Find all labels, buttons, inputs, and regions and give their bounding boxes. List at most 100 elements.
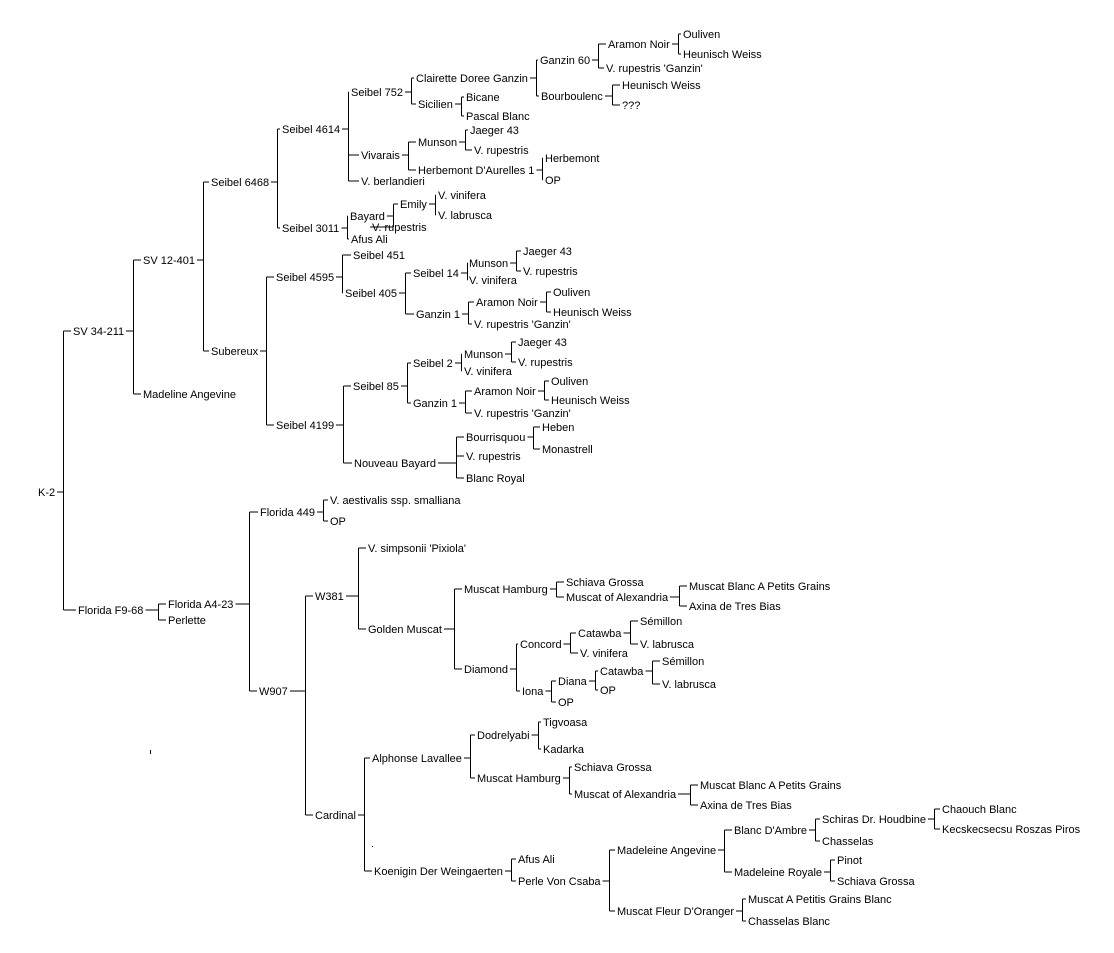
node-label-v-vinifera: V. vinifera [464, 366, 513, 378]
node-label-muscat-hamburg: Muscat Hamburg [464, 584, 548, 596]
node-label-muscat-a-petitis-grains-blanc: Muscat A Petitis Grains Blanc [748, 894, 892, 906]
node-label-v-labrusca: V. labrusca [438, 210, 493, 222]
node-label-v-simpsonii-pixiola: V. simpsonii 'Pixiola' [368, 543, 466, 555]
node-label-s-millon: Sémillon [662, 656, 704, 668]
node-label-v-aestivalis-ssp-smalliana: V. aestivalis ssp. smalliana [330, 495, 461, 507]
node-label-chaouch-blanc: Chaouch Blanc [942, 804, 1017, 816]
node-label-perle-von-csaba: Perle Von Csaba [518, 876, 601, 888]
node-label-bourboulenc: Bourboulenc [541, 91, 603, 103]
node-label-v-labrusca: V. labrusca [640, 639, 695, 651]
node-label-v-rupestris: V. rupestris [523, 266, 578, 278]
node-label-koenigin-der-weingaerten: Koenigin Der Weingaerten [374, 866, 503, 878]
node-label-op: OP [558, 697, 574, 709]
node-label-seibel-14: Seibel 14 [413, 268, 459, 280]
node-label-aramon-noir: Aramon Noir [476, 297, 538, 309]
node-label-concord: Concord [520, 639, 562, 651]
node-label-nouveau-bayard: Nouveau Bayard [354, 458, 436, 470]
node-label-schiava-grossa: Schiava Grossa [566, 577, 645, 589]
node-label-ganzin-1: Ganzin 1 [413, 398, 457, 410]
node-label-madeleine-angevine: Madeleine Angevine [617, 845, 716, 857]
node-label-seibel-85: Seibel 85 [353, 381, 399, 393]
node-label-k-2: K-2 [38, 487, 55, 499]
node-label-seibel-3011: Seibel 3011 [282, 223, 339, 235]
node-label-emily: Emily [400, 199, 427, 211]
node-label-aramon-noir: Aramon Noir [474, 386, 536, 398]
node-label-chasselas: Chasselas [822, 836, 874, 848]
node-label-schiava-grossa: Schiava Grossa [574, 762, 653, 774]
node-label-seibel-6468: Seibel 6468 [211, 177, 269, 189]
node-label-v-vinifera: V. vinifera [469, 275, 518, 287]
node-label-kadarka: Kadarka [543, 744, 585, 756]
node-label-florida-a4-23: Florida A4-23 [168, 599, 233, 611]
node-label-catawba: Catawba [600, 666, 644, 678]
node-label-golden-muscat: Golden Muscat [368, 624, 442, 636]
node-label-seibel-752: Seibel 752 [351, 87, 403, 99]
node-label-seibel-405: Seibel 405 [345, 288, 397, 300]
node-label-clairette-doree-ganzin: Clairette Doree Ganzin [416, 73, 528, 85]
node-label-sv-34-211: SV 34-211 [73, 326, 124, 338]
node-label-bourrisquou: Bourrisquou [466, 432, 525, 444]
node-label-v-rupestris: V. rupestris [466, 451, 521, 463]
node-label-v-vinifera: V. vinifera [580, 648, 629, 660]
node-label-muscat-of-alexandria: Muscat of Alexandria [566, 592, 669, 604]
node-label-heunisch-weiss: Heunisch Weiss [553, 307, 632, 319]
node-label-heunisch-weiss: Heunisch Weiss [622, 80, 701, 92]
node-label-bicane: Bicane [466, 92, 500, 104]
node-label-sv-12-401: SV 12-401 [143, 255, 195, 267]
node-label-blanc-royal: Blanc Royal [466, 473, 525, 485]
node-label-jaeger-43: Jaeger 43 [470, 125, 519, 137]
node-label-kecskecsecsu-roszas-piros: Kecskecsecsu Roszas Piros [942, 824, 1081, 836]
node-label-jaeger-43: Jaeger 43 [523, 246, 572, 258]
node-label-ouliven: Ouliven [553, 287, 590, 299]
node-label-op: OP [330, 516, 346, 528]
node-label-jaeger-43: Jaeger 43 [518, 337, 567, 349]
speck-mark [150, 750, 151, 754]
node-label-v-rupestris-ganzin: V. rupestris 'Ganzin' [474, 408, 571, 420]
node-label-seibel-451: Seibel 451 [353, 250, 405, 262]
node-label-v-rupestris-ganzin: V. rupestris 'Ganzin' [474, 319, 571, 331]
node-label-v-rupestris: V. rupestris [474, 145, 529, 157]
node-label-munson: Munson [469, 258, 508, 270]
node-label-v-rupestris-ganzin: V. rupestris 'Ganzin' [606, 63, 703, 75]
node-label-v-berlandieri: V. berlandieri [361, 176, 425, 188]
speck-mark [372, 846, 373, 847]
node-label-afus-ali: Afus Ali [351, 234, 388, 246]
node-label-op: OP [600, 685, 616, 697]
node-label-s-millon: Sémillon [640, 616, 682, 628]
node-label-seibel-2: Seibel 2 [413, 358, 453, 370]
node-label-axina-de-tres-bias: Axina de Tres Bias [700, 800, 792, 812]
node-label-afus-ali: Afus Ali [518, 854, 555, 866]
node-label-catawba: Catawba [578, 628, 622, 640]
node-label-perlette: Perlette [168, 615, 206, 627]
node-label-munson: Munson [464, 349, 503, 361]
node-label-ganzin-1: Ganzin 1 [416, 309, 460, 321]
node-label-ouliven: Ouliven [683, 29, 720, 41]
node-label-madeline-angevine: Madeline Angevine [143, 389, 236, 401]
node-label-blanc-d-ambre: Blanc D'Ambre [734, 825, 807, 837]
node-label-muscat-of-alexandria: Muscat of Alexandria [574, 789, 677, 801]
node-label-v-labrusca: V. labrusca [662, 679, 717, 691]
node-label-florida-449: Florida 449 [260, 507, 315, 519]
node-label-seibel-4614: Seibel 4614 [282, 124, 340, 136]
node-label-chasselas-blanc: Chasselas Blanc [748, 916, 830, 928]
node-label-florida-f9-68: Florida F9-68 [78, 605, 143, 617]
node-label-heben: Heben [542, 422, 574, 434]
node-label-heunisch-weiss: Heunisch Weiss [683, 49, 762, 61]
node-label-sicilien: Sicilien [418, 99, 453, 111]
node-label-axina-de-tres-bias: Axina de Tres Bias [689, 601, 781, 613]
node-label-bayard: Bayard [350, 211, 385, 223]
node-label-vivarais: Vivarais [361, 150, 400, 162]
node-label-muscat-blanc-a-petits-grains: Muscat Blanc A Petits Grains [689, 581, 831, 593]
node-label-madeleine-royale: Madeleine Royale [734, 867, 822, 879]
node-label-: ??? [622, 100, 640, 112]
node-label-w907: W907 [259, 686, 288, 698]
node-label-monastrell: Monastrell [542, 444, 593, 456]
node-label-diana: Diana [558, 676, 588, 688]
node-label-alphonse-lavallee: Alphonse Lavallee [372, 753, 462, 765]
node-label-pinot: Pinot [837, 855, 862, 867]
node-label-muscat-fleur-d-oranger: Muscat Fleur D'Oranger [617, 906, 734, 918]
node-label-aramon-noir: Aramon Noir [608, 39, 670, 51]
node-label-pascal-blanc: Pascal Blanc [466, 111, 530, 123]
node-label-seibel-4595: Seibel 4595 [276, 272, 334, 284]
